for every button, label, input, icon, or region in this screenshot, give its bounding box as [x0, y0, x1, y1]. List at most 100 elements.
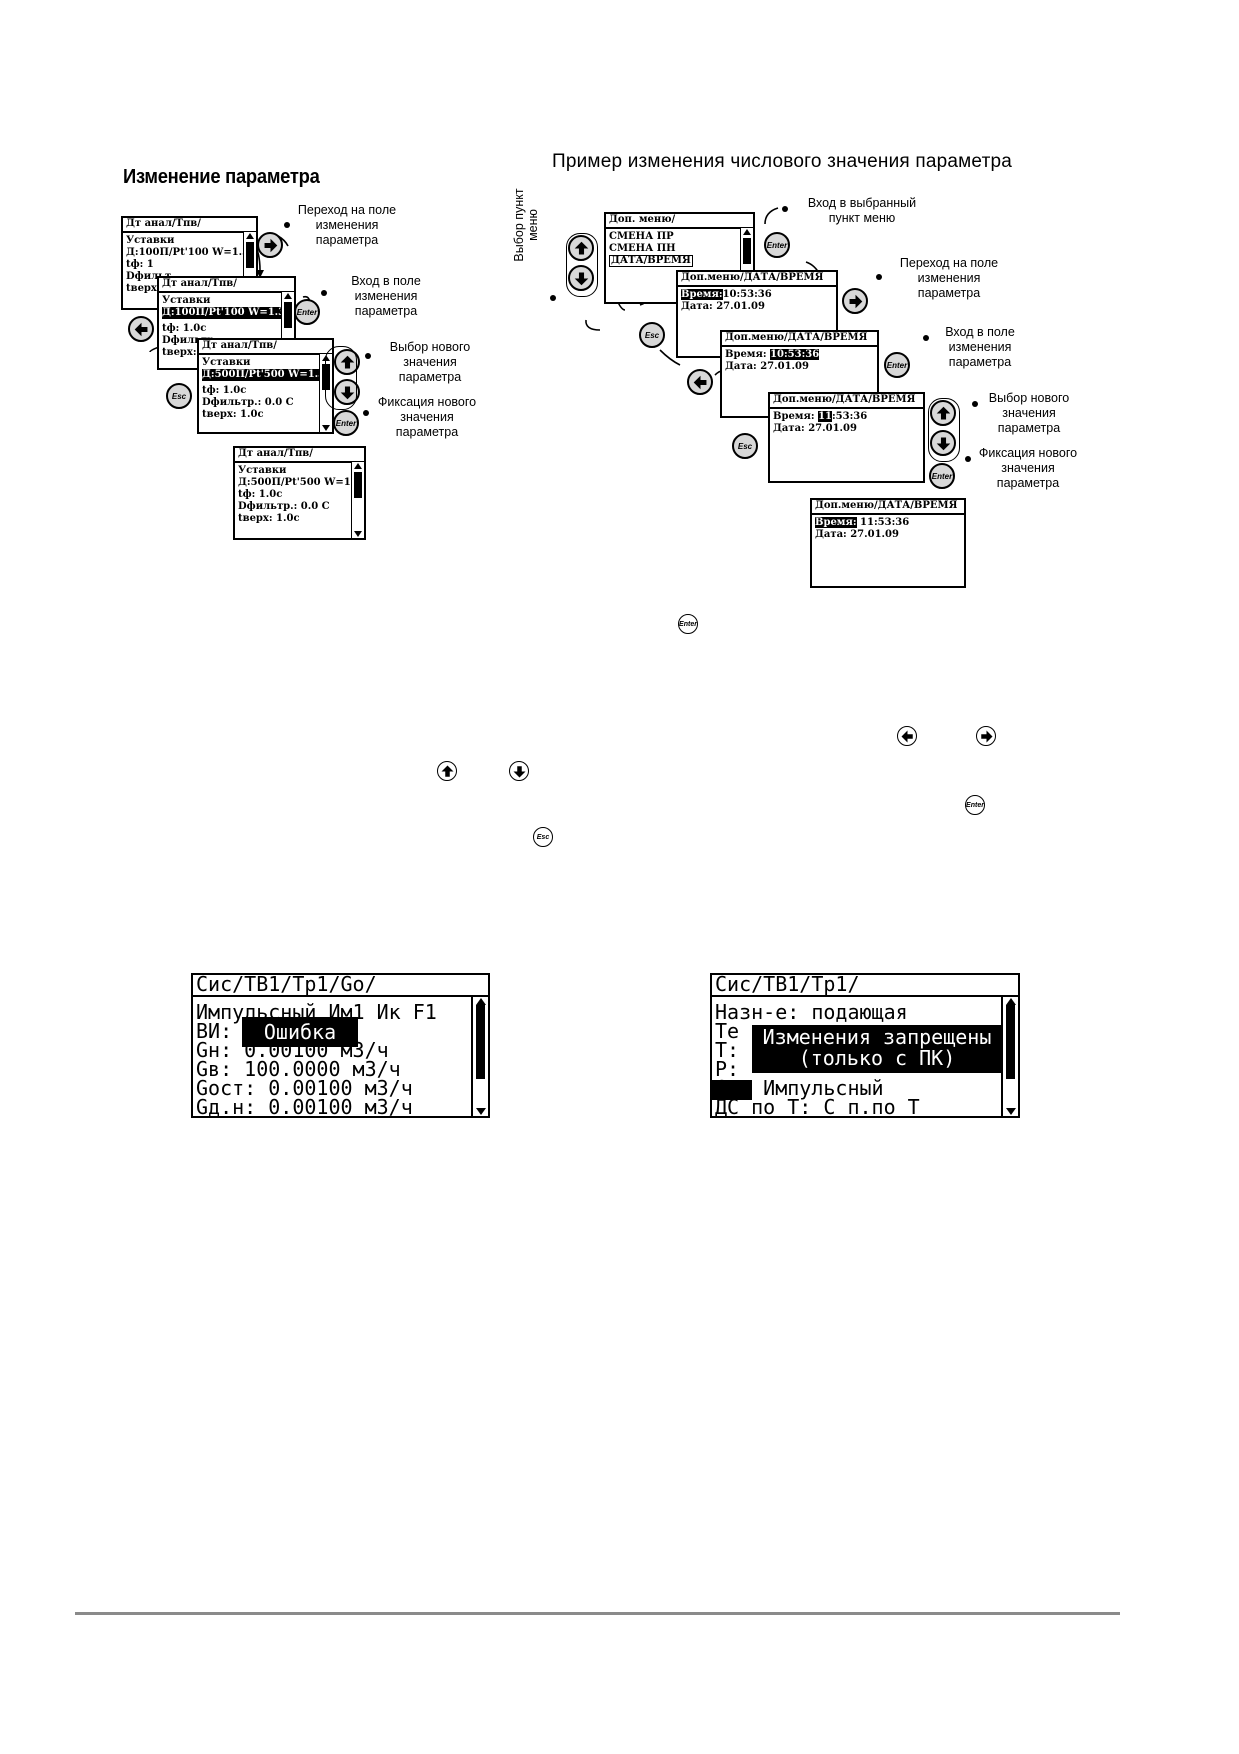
- down-arrow-icon: [340, 386, 354, 399]
- right-screen-4: Доп.меню/ДАТА/ВРЕМЯ Время: 11:53:36 Дата…: [810, 498, 966, 588]
- right-diagram-title: Пример изменения числового значения пара…: [552, 151, 1012, 172]
- menu-item[interactable]: СМЕНА ПН: [609, 243, 676, 254]
- esc-icon: Esc: [644, 330, 660, 340]
- screen-line: tф: 1.0c: [162, 323, 207, 334]
- esc-button[interactable]: Esc: [732, 433, 758, 459]
- left-diagram-title: Изменение параметра: [123, 166, 320, 188]
- pointer-dot: [365, 353, 371, 359]
- down-arrow-icon: [574, 272, 588, 285]
- right-arrow-button[interactable]: [257, 232, 283, 258]
- screen-line: Уставки: [126, 235, 175, 246]
- time-value: 10:53:36: [722, 289, 772, 300]
- screen-line: Р:: [715, 1057, 740, 1081]
- up-arrow-icon: [936, 406, 950, 419]
- time-label: Время:: [773, 411, 815, 422]
- enter-button[interactable]: Enter: [929, 463, 955, 489]
- screen-line: tверх: 1.0c: [238, 513, 300, 524]
- screen-line: Те: [715, 1019, 740, 1043]
- left-arrow-icon: [134, 322, 147, 336]
- date-line: Дата: 27.01.09: [681, 301, 765, 312]
- button-group-outline: [325, 346, 357, 410]
- pointer-dot: [550, 295, 556, 301]
- error-popup: Ошибка: [242, 1017, 358, 1047]
- enter-icon: Enter: [335, 418, 357, 428]
- right-arrow-button[interactable]: [842, 288, 868, 314]
- label-next-field: Переход на поле изменения параметра: [899, 256, 999, 300]
- enter-icon: Enter: [766, 240, 788, 250]
- up-arrow-button[interactable]: [930, 400, 956, 426]
- menu-item[interactable]: СМЕНА ПР: [609, 231, 674, 242]
- menu-item-selected[interactable]: ДАТА/ВРЕМЯ: [609, 255, 693, 267]
- esc-button[interactable]: Esc: [166, 383, 192, 409]
- pointer-dot: [782, 206, 788, 212]
- up-arrow-icon: [574, 241, 588, 254]
- screen-line: tверх:: [126, 283, 161, 294]
- left-arrow-icon: [693, 375, 706, 389]
- left-arrow-button[interactable]: [687, 369, 713, 395]
- left-screen-3: Дт анал/Тпв/ Уставки Д:500П/Pt'500 W=1.3…: [197, 338, 334, 434]
- error-screen: Сис/ТВ1/Тр1/Go/ Импульсный Им1 Ик F1 ВИ:…: [191, 973, 490, 1118]
- enter-button[interactable]: Enter: [884, 352, 910, 378]
- locked-screen: Сис/ТВ1/Тр1/ Назн-е: подающая Те Т: Р: G…: [710, 973, 1020, 1118]
- label-enter-field: Вход в поле изменения параметра: [351, 274, 421, 318]
- label-fix-value: Фиксация нового значения параметра: [978, 446, 1078, 490]
- screen-header: Дт анал/Тпв/: [235, 448, 364, 463]
- footer-rule: [75, 1612, 1120, 1615]
- up-arrow-button[interactable]: [568, 235, 594, 261]
- enter-button[interactable]: Enter: [294, 299, 320, 325]
- down-arrow-button[interactable]: [930, 430, 956, 456]
- enter-button-inline: Enter: [965, 795, 985, 815]
- label-choose-value: Выбор нового значения параметра: [389, 340, 471, 384]
- esc-icon: Esc: [171, 391, 187, 401]
- esc-button[interactable]: Esc: [639, 322, 665, 348]
- screen-line: Т:: [715, 1038, 740, 1062]
- screen-line: ДС по Т: С п.по Т: [715, 1095, 920, 1118]
- screen-header: Сис/ТВ1/Тр1/Go/: [193, 975, 488, 997]
- screen-line: Д:500П/Pt'500 W=1.39: [238, 477, 361, 488]
- time-label: Время:: [725, 349, 767, 360]
- right-arrow-icon: [849, 294, 862, 308]
- pointer-dot: [321, 290, 327, 296]
- enter-icon: Enter: [296, 307, 318, 317]
- screen-line: tф: 1.0c: [202, 385, 247, 396]
- pointer-dot: [972, 401, 978, 407]
- enter-button[interactable]: Enter: [333, 410, 359, 436]
- down-arrow-inline: [509, 761, 529, 781]
- screen-header: Доп.меню/ДАТА/ВРЕМЯ: [770, 394, 923, 409]
- pointer-dot: [965, 456, 971, 462]
- screen-line: Dфильт: [126, 271, 172, 282]
- scrollbar: [1001, 997, 1018, 1116]
- date-line: Дата: 27.01.09: [773, 423, 857, 434]
- pointer-dot: [923, 335, 929, 341]
- screen-line: Д:100П/Pt'100 W=1.39: [126, 247, 253, 258]
- screen-line: tверх: 1.0c: [202, 409, 264, 420]
- right-arrow-inline: [976, 726, 996, 746]
- label-enter-field: Вход в поле изменения параметра: [945, 325, 1015, 369]
- time-value-selected: 10:53:36: [770, 349, 820, 360]
- label-fix-value: Фиксация нового значения параметра: [377, 395, 477, 439]
- right-arrow-icon: [980, 730, 992, 742]
- screen-header: Доп.меню/ДАТА/ВРЕМЯ: [722, 332, 877, 347]
- left-arrow-inline: [897, 726, 917, 746]
- screen-line: Уставки: [238, 465, 287, 476]
- screen-line: Gв: 100.0000 м3/ч: [196, 1057, 401, 1081]
- down-arrow-button[interactable]: [568, 265, 594, 291]
- screen-line: Gост: 0.00100 м3/ч: [196, 1076, 413, 1100]
- pointer-dot: [363, 410, 369, 416]
- left-arrow-button[interactable]: [128, 316, 154, 342]
- enter-icon: Enter: [966, 801, 984, 809]
- screen-line: Go: Импульсный: [715, 1076, 884, 1100]
- screen-line: Dфильтр.: 0.0 C: [238, 501, 330, 512]
- label-next-field: Переход на поле изменения параметра: [297, 203, 397, 247]
- date-line: Дата: 27.01.09: [815, 529, 899, 540]
- locked-popup: Изменения запрещены (только с ПК): [752, 1025, 1002, 1073]
- label-choose-value: Выбор нового значения параметра: [988, 391, 1070, 435]
- screen-header: Сис/ТВ1/Тр1/: [712, 975, 1018, 997]
- selected-line: Д:500П/Pt'500 W=1.39: [202, 369, 333, 381]
- pointer-dot: [284, 222, 290, 228]
- enter-button[interactable]: Enter: [764, 232, 790, 258]
- screen-header: Доп.меню/ДАТА/ВРЕМЯ: [678, 272, 836, 287]
- screen-header: Доп.меню/ДАТА/ВРЕМЯ: [812, 500, 964, 515]
- left-screen-4: Дт анал/Тпв/ Уставки Д:500П/Pt'500 W=1.3…: [233, 446, 366, 540]
